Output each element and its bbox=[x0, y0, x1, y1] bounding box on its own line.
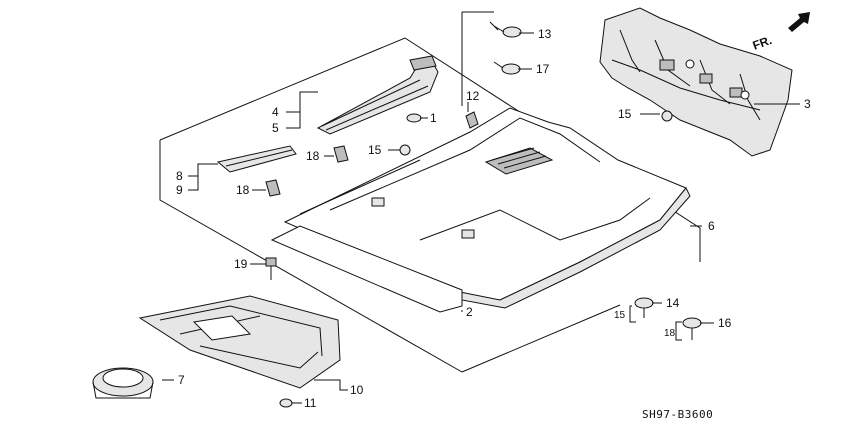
callout-14: 14 bbox=[666, 296, 680, 310]
clip-13 bbox=[489, 21, 522, 38]
front-direction-indicator: FR. bbox=[751, 12, 810, 53]
callout-3: 3 bbox=[804, 97, 811, 111]
fr-label: FR. bbox=[751, 33, 774, 53]
rear-tray bbox=[138, 295, 341, 389]
clip-16 bbox=[682, 317, 702, 340]
front-mat bbox=[270, 225, 463, 313]
callout-11: 11 bbox=[304, 396, 317, 410]
callout-12: 12 bbox=[466, 89, 480, 103]
callout-6: 6 bbox=[708, 219, 715, 233]
callout-2: 2 bbox=[466, 305, 473, 319]
dash-insulator bbox=[599, 7, 793, 157]
callout-1: 1 bbox=[430, 111, 437, 125]
callout-18: 18 bbox=[236, 183, 250, 197]
sill-plate bbox=[316, 55, 439, 135]
callout-7: 7 bbox=[178, 373, 185, 387]
grommet-11 bbox=[279, 398, 293, 408]
callout-9: 9 bbox=[176, 183, 183, 197]
callout-15: 15 bbox=[618, 107, 632, 121]
callout-15: 15 bbox=[368, 143, 382, 157]
callout-4: 4 bbox=[272, 105, 279, 119]
screw-19 bbox=[265, 257, 277, 280]
callout-15-small: 15 bbox=[614, 310, 626, 321]
nut-15b bbox=[661, 110, 673, 122]
callout-16: 16 bbox=[718, 316, 732, 330]
diagram-code: SH97-B3600 bbox=[642, 408, 713, 421]
leader-lines bbox=[162, 11, 800, 404]
callout-18-small: 18 bbox=[664, 328, 676, 339]
nut-15a bbox=[399, 144, 411, 156]
clip-17 bbox=[493, 61, 521, 75]
clip-18b bbox=[265, 179, 281, 197]
arrow-icon bbox=[788, 12, 810, 32]
clip-12 bbox=[465, 111, 479, 129]
callout-13: 13 bbox=[538, 27, 552, 41]
speaker-ring bbox=[92, 367, 154, 399]
callout-18: 18 bbox=[306, 149, 320, 163]
callout-8: 8 bbox=[176, 169, 183, 183]
clip-18a bbox=[333, 145, 349, 163]
callout-labels: 13 17 3 15 1 12 15 18 18 4 5 8 9 6 2 19 … bbox=[176, 27, 811, 410]
callout-10: 10 bbox=[350, 383, 364, 397]
callout-19: 19 bbox=[234, 257, 248, 271]
floor-carpet bbox=[283, 107, 691, 309]
callout-5: 5 bbox=[272, 121, 279, 135]
callout-17: 17 bbox=[536, 62, 550, 76]
grommet-1 bbox=[406, 113, 422, 123]
clip-14 bbox=[634, 297, 654, 318]
kick-panel bbox=[216, 145, 297, 173]
